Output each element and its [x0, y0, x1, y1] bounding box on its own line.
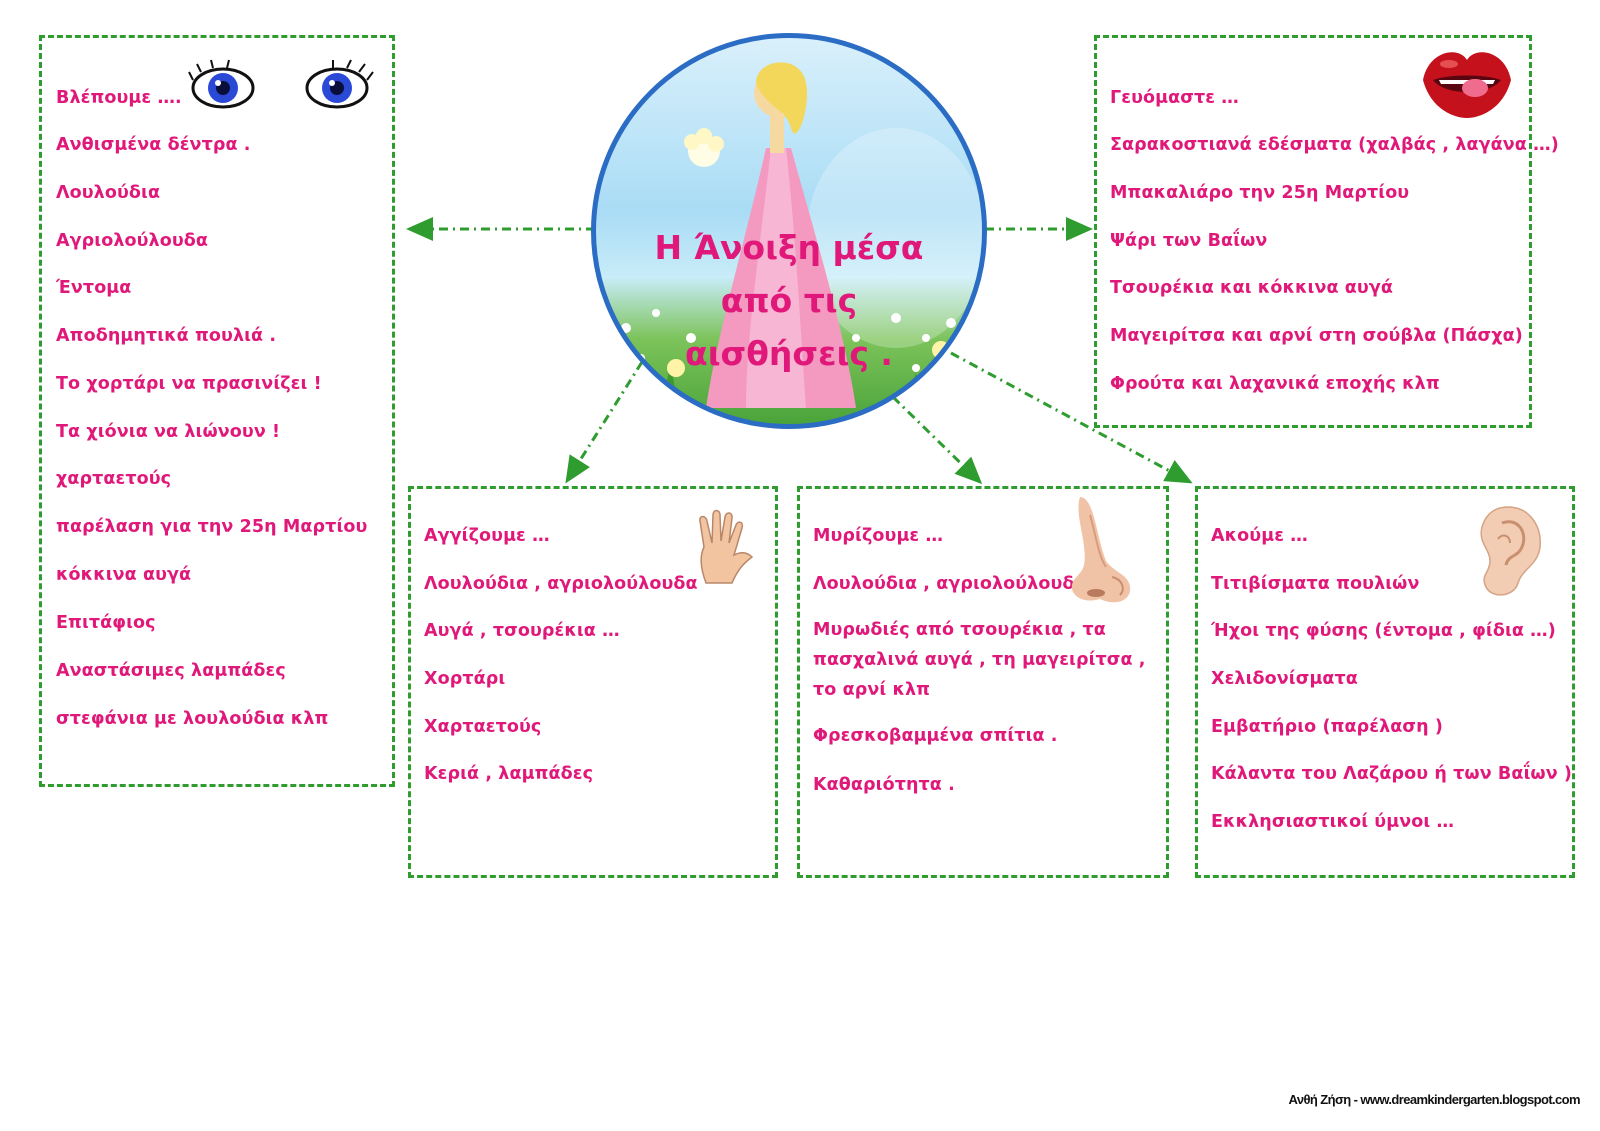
- hearing-box: Ακούμε … Τιτιβίσματα πουλιών Ήχοι της φύ…: [1195, 486, 1575, 878]
- list-item: χαρταετούς: [56, 469, 172, 489]
- list-item: Εκκλησιαστικοί ύμνοι …: [1211, 812, 1455, 832]
- lips-icon: [1423, 52, 1511, 118]
- smell-box: Μυρίζουμε … Λουλούδια , αγριολούλουδα Μυ…: [797, 486, 1169, 878]
- list-item: Το χορτάρι να πρασινίζει !: [56, 374, 322, 394]
- list-item: Χαρταετούς: [424, 717, 542, 737]
- list-item: Μυρίζουμε …: [813, 526, 944, 546]
- list-item: Κάλαντα του Λαζάρου ή των Βαΐων ): [1211, 764, 1573, 784]
- list-item: Ψάρι των Βαΐων: [1110, 231, 1268, 251]
- list-item: Λουλούδια , αγριολούλουδα: [813, 574, 1087, 594]
- list-item: Τσουρέκια και κόκκινα αυγά: [1110, 278, 1393, 298]
- center-title-line-3: αισθήσεις .: [685, 334, 893, 373]
- list-item: Κεριά , λαμπάδες: [424, 764, 594, 784]
- list-item: Αναστάσιμες λαμπάδες: [56, 661, 286, 681]
- list-item: Επιτάφιος: [56, 613, 156, 633]
- list-item: κόκκινα αυγά: [56, 565, 192, 585]
- center-title-line-2: από τις: [720, 281, 858, 320]
- list-item: Αποδημητικά πουλιά .: [56, 326, 277, 346]
- list-item: Γευόμαστε …: [1110, 88, 1239, 108]
- list-item: Ακούμε …: [1211, 526, 1308, 546]
- list-item: Αγγίζουμε …: [424, 526, 550, 546]
- list-item: Χελιδονίσματα: [1211, 669, 1358, 689]
- list-item: Αυγά , τσουρέκια …: [424, 621, 620, 641]
- sight-box: Βλέπουμε …. Ανθισμένα δέντρα . Λουλούδια…: [39, 35, 395, 787]
- center-title-line-1: Η Άνοιξη μέσα: [654, 228, 924, 267]
- list-item: Τα χιόνια να λιώνουν !: [56, 422, 281, 442]
- list-item: Φρεσκοβαμμένα σπίτια .: [813, 726, 1058, 746]
- list-item: Χορτάρι: [424, 669, 506, 689]
- list-item: Ήχοι της φύσης (έντομα , φίδια …): [1211, 621, 1556, 641]
- list-item: Μαγειρίτσα και αρνί στη σούβλα (Πάσχα): [1110, 326, 1523, 346]
- touch-box: Αγγίζουμε … Λουλούδια , αγριολούλουδα Αυ…: [408, 486, 778, 878]
- list-item: Έντομα: [56, 278, 132, 298]
- list-item: Αγριολούλουδα: [56, 231, 209, 251]
- list-item: Μυρωδιές από τσουρέκια , τα πασχαλινά αυ…: [813, 620, 1146, 700]
- nose-icon: [1071, 497, 1131, 603]
- author-credit: Ανθή Ζήση - www.dreamkindergarten.blogsp…: [1288, 1092, 1581, 1107]
- list-item: Καθαριότητα .: [813, 775, 955, 795]
- center-hub-image: Η Άνοιξη μέσα από τις αισθήσεις .: [591, 33, 987, 429]
- list-item: Λουλούδια , αγριολούλουδα: [424, 574, 698, 594]
- list-item: Λουλούδια: [56, 183, 161, 203]
- list-item: παρέλαση για την 25η Μαρτίου: [56, 517, 368, 537]
- list-item: στεφάνια με λουλούδια κλπ: [56, 709, 329, 729]
- list-item: Βλέπουμε ….: [56, 88, 182, 108]
- center-title: Η Άνοιξη μέσα από τις αισθήσεις .: [596, 221, 982, 380]
- hand-icon: [699, 509, 754, 584]
- list-item: Σαρακοστιανά εδέσματα (χαλβάς , λαγάνα ……: [1110, 135, 1559, 155]
- list-item: Μπακαλιάρο την 25η Μαρτίου: [1110, 183, 1410, 203]
- taste-box: Γευόμαστε … Σαρακοστιανά εδέσματα (χαλβά…: [1094, 35, 1559, 428]
- ear-icon: [1480, 506, 1541, 596]
- list-item: Ανθισμένα δέντρα .: [56, 135, 251, 155]
- list-item: Τιτιβίσματα πουλιών: [1211, 574, 1420, 594]
- eyes-icon: [188, 59, 374, 109]
- spring-girl-illustration: [616, 62, 982, 424]
- list-item: Φρούτα και λαχανικά εποχής κλπ: [1110, 374, 1440, 394]
- list-item: Εμβατήριο (παρέλαση ): [1211, 717, 1443, 737]
